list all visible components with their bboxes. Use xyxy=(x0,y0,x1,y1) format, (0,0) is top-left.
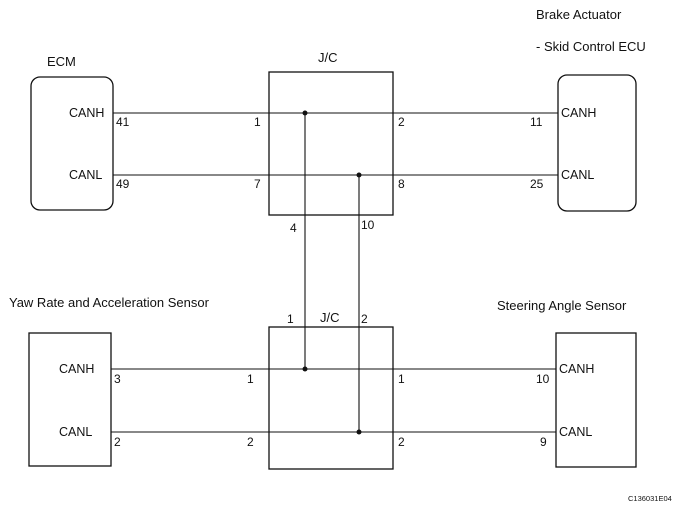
ecm-canh-label: CANH xyxy=(69,106,104,120)
pin-ecm-canh: 41 xyxy=(116,115,130,129)
pin-jc1-in-l: 7 xyxy=(254,177,261,191)
pin-yaw-canl: 2 xyxy=(114,435,121,449)
pin-yaw-canh: 3 xyxy=(114,372,121,386)
pin-jc1-in-h: 1 xyxy=(254,115,261,129)
pin-jc1-out-l: 8 xyxy=(398,177,405,191)
pin-steer-canl: 9 xyxy=(540,435,547,449)
junction-connector-bottom xyxy=(268,326,394,470)
brake-canl-label: CANL xyxy=(561,168,594,182)
skid-control-label: - Skid Control ECU xyxy=(536,39,646,54)
wires xyxy=(111,112,558,433)
steering-sensor-box xyxy=(555,332,637,468)
splice-dot-bottom-canl xyxy=(356,429,362,435)
splice-dot-top-canh xyxy=(302,110,308,116)
pin-jc1-down-h: 4 xyxy=(290,221,297,235)
ecm-box xyxy=(30,76,114,211)
pin-jc2-out-h: 1 xyxy=(398,372,405,386)
figure-code: C136031E04 xyxy=(628,494,672,503)
splice-dot-top-canl xyxy=(356,172,362,178)
steer-canh-label: CANH xyxy=(559,362,594,376)
pin-jc2-out-l: 2 xyxy=(398,435,405,449)
steering-sensor-label: Steering Angle Sensor xyxy=(497,298,627,313)
yaw-canl-label: CANL xyxy=(59,425,92,439)
pin-jc1-down-l: 10 xyxy=(361,218,375,232)
pin-brake-canl: 25 xyxy=(530,177,544,191)
steer-canl-label: CANL xyxy=(559,425,592,439)
brake-actuator-box xyxy=(557,74,637,212)
pin-ecm-canl: 49 xyxy=(116,177,130,191)
yaw-sensor-label: Yaw Rate and Acceleration Sensor xyxy=(9,295,210,310)
jc-bottom-label: J/C xyxy=(320,310,340,325)
pin-jc2-up-h: 1 xyxy=(287,312,294,326)
yaw-canh-label: CANH xyxy=(59,362,94,376)
brake-canh-label: CANH xyxy=(561,106,596,120)
pin-jc1-out-h: 2 xyxy=(398,115,405,129)
ecm-label: ECM xyxy=(47,54,76,69)
jc-top-label: J/C xyxy=(318,50,338,65)
yaw-sensor-box xyxy=(28,332,112,467)
pin-brake-canh: 11 xyxy=(530,115,543,129)
pin-jc2-in-l: 2 xyxy=(247,435,254,449)
brake-actuator-label: Brake Actuator xyxy=(536,7,622,22)
splice-dot-bottom-canh xyxy=(302,366,308,372)
pin-jc2-up-l: 2 xyxy=(361,312,368,326)
pin-steer-canh: 10 xyxy=(536,372,550,386)
ecm-canl-label: CANL xyxy=(69,168,102,182)
pin-jc2-in-h: 1 xyxy=(247,372,254,386)
junction-connector-top xyxy=(268,71,394,216)
